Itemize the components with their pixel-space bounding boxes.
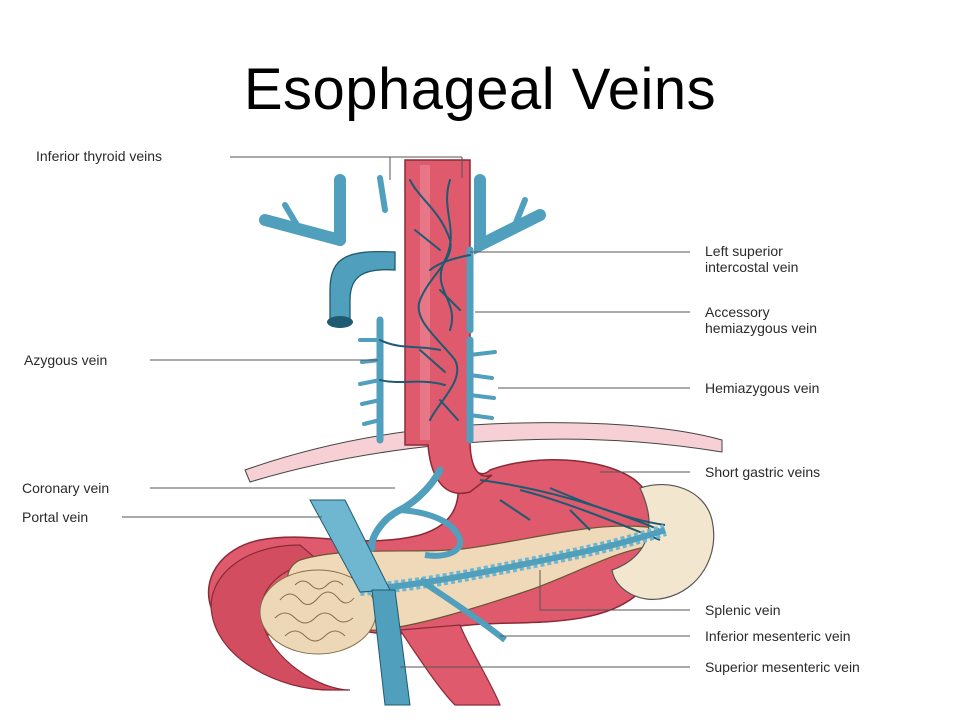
azygous-arch: [329, 250, 396, 321]
label-coronary-vein: Coronary vein: [22, 480, 109, 496]
superior-mesenteric-vein-shape: [371, 589, 411, 706]
label-accessory-hemiazygous-line2: hemiazygous vein: [705, 320, 817, 336]
leader-splenic: [539, 570, 690, 611]
esophageal-plexus: [379, 179, 471, 421]
spleen: [611, 484, 715, 600]
label-hemiazygous-vein: Hemiazygous vein: [705, 380, 819, 396]
label-splenic-vein: Splenic vein: [705, 602, 781, 618]
inferior-mesenteric-vein-shape: [418, 577, 507, 643]
label-short-gastric-veins: Short gastric veins: [705, 464, 820, 480]
leader-inferior-thyroid-veins: [230, 156, 391, 180]
neck-vein-branches: [282, 175, 528, 233]
label-left-superior-intercostal-line2: intercostal vein: [705, 259, 798, 275]
coronary-vein-loop: [399, 507, 464, 559]
slide-title: Esophageal Veins: [243, 57, 717, 122]
esophagus-highlight: [420, 165, 430, 440]
pancreas-head: [259, 569, 377, 655]
label-accessory-hemiazygous-line1: Accessory: [705, 304, 770, 320]
label-inferior-thyroid-veins: Inferior thyroid veins: [36, 148, 162, 164]
leader-lines: [122, 156, 690, 668]
label-inferior-mesenteric-vein: Inferior mesenteric vein: [705, 628, 851, 644]
label-superior-mesenteric-vein: Superior mesenteric vein: [705, 659, 860, 675]
label-portal-vein: Portal vein: [22, 509, 88, 525]
lower-duodenum: [398, 624, 501, 706]
neck-veins: [259, 174, 546, 255]
splenic-vein-core: [359, 527, 666, 593]
label-azygous-vein: Azygous vein: [24, 352, 107, 368]
label-left-superior-intercostal-line1: Left superior: [705, 243, 783, 259]
intercostal-branches: [358, 338, 497, 426]
azygous-opening: [327, 316, 353, 328]
